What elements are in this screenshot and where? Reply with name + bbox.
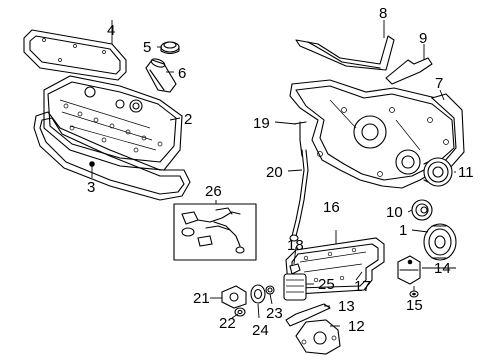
callout-labels: 4 5 6 2 3 8 9 7 19 20 11 10 1 16 18 17 2… — [87, 5, 474, 339]
callout-11: 11 — [458, 164, 474, 181]
callout-16: 16 — [323, 199, 340, 216]
callout-23: 23 — [266, 305, 283, 322]
callout-24: 24 — [252, 322, 269, 339]
callout-7: 7 — [435, 75, 443, 92]
part-25-oil-filter — [283, 273, 307, 301]
part-13-bracket — [285, 303, 331, 327]
part-11-pulley — [423, 157, 453, 187]
part-26-inset-box — [173, 203, 257, 261]
callout-5: 5 — [143, 39, 151, 56]
part-24-adapter — [250, 284, 266, 304]
part-14-mount — [397, 255, 421, 285]
part-6-filler-tube — [145, 58, 177, 93]
part-4-gasket — [23, 29, 127, 81]
callout-4: 4 — [107, 22, 115, 39]
callout-2: 2 — [184, 111, 192, 128]
leader-lines — [91, 20, 456, 327]
callout-6: 6 — [178, 65, 186, 82]
callout-22: 22 — [219, 315, 236, 332]
callout-19: 19 — [253, 115, 270, 132]
part-8-gasket — [295, 35, 395, 71]
callout-15: 15 — [406, 297, 423, 314]
callout-21: 21 — [193, 290, 210, 307]
callout-13: 13 — [338, 298, 355, 315]
callout-17: 17 — [354, 278, 371, 295]
callout-1: 1 — [399, 222, 407, 239]
part-20-dipstick-tube — [289, 149, 309, 242]
part-21-sender — [221, 285, 247, 309]
callout-9: 9 — [419, 30, 427, 47]
part-15-nut — [409, 290, 419, 298]
part-19-dipstick — [293, 121, 307, 157]
part-23-fitting — [265, 285, 275, 295]
callout-8: 8 — [379, 5, 387, 22]
callout-3: 3 — [87, 179, 95, 196]
part-12-oil-pump — [295, 319, 341, 355]
callout-12: 12 — [348, 318, 365, 335]
callout-20: 20 — [266, 164, 283, 181]
part-1-pulley — [423, 223, 457, 261]
part-5-filler-cap — [160, 41, 180, 55]
part-10-seal — [411, 199, 433, 221]
part-7-front-cover — [289, 79, 465, 189]
part-3-gasket — [33, 111, 191, 201]
part-9-gasket — [385, 57, 433, 85]
callout-14: 14 — [434, 260, 451, 277]
callout-25: 25 — [318, 276, 335, 293]
part-2-valve-cover — [43, 75, 183, 171]
callout-26: 26 — [205, 183, 222, 200]
callout-18: 18 — [287, 237, 304, 254]
callout-10: 10 — [386, 204, 403, 221]
part-18-drain-plug — [289, 263, 301, 275]
